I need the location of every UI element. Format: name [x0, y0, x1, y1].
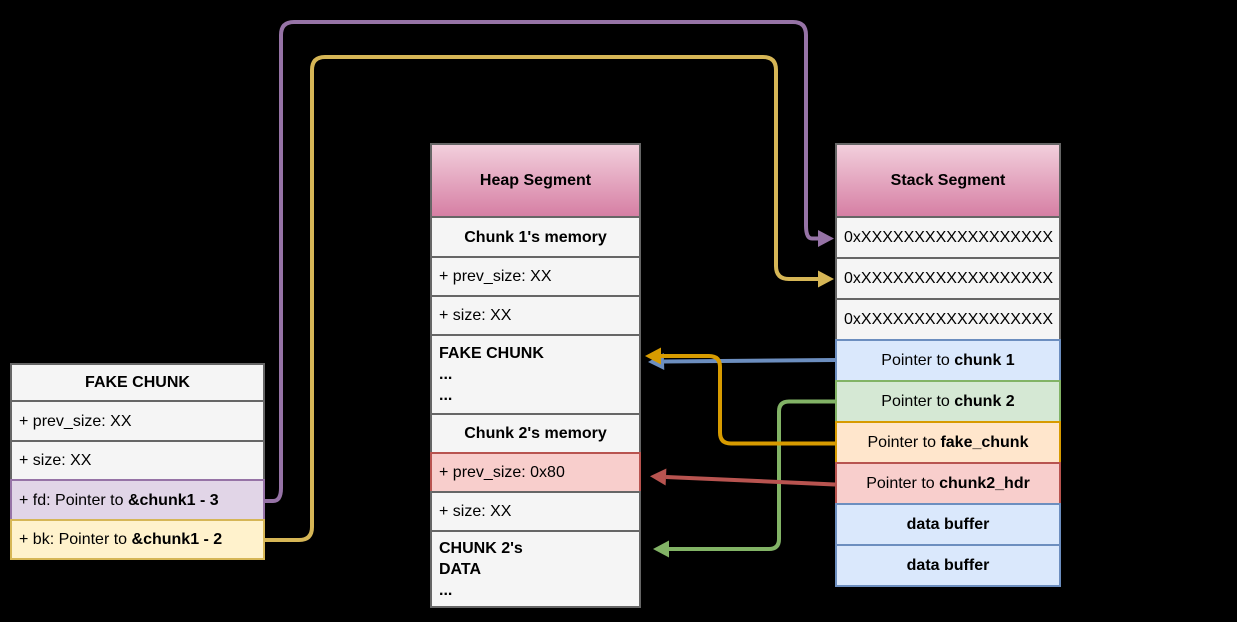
table-row: FAKE CHUNK......	[430, 334, 641, 415]
row-text: + prev_size: XX	[19, 412, 132, 430]
row-text: FAKE CHUNK	[85, 374, 190, 391]
row-text: Pointer to chunk 1	[881, 352, 1015, 369]
table-row: + fd: Pointer to &chunk1 - 3	[10, 479, 265, 521]
row-text: FAKE CHUNK	[439, 345, 544, 362]
table-row: + size: XX	[10, 440, 265, 481]
row-text: Chunk 2's memory	[464, 425, 607, 442]
row-text: 0xXXXXXXXXXXXXXXXXXX	[844, 270, 1053, 287]
row-text: + size: XX	[439, 307, 512, 324]
row-text: CHUNK 2's	[439, 539, 523, 557]
arrow-ptr-chunk2-to-chunk2-data	[653, 399, 835, 558]
row-text: Pointer to fake_chunk	[867, 434, 1029, 451]
table-row: + prev_size: 0x80	[430, 452, 641, 493]
arrow-ptr-chunk2hdr-to-prev-size-head	[650, 468, 667, 486]
arrow-bk-to-stack-address-2-head	[818, 270, 834, 288]
table-header: Stack Segment	[835, 143, 1061, 218]
stack-segment-table: Stack Segment 0xXXXXXXXXXXXXXXXXXX 0xXXXXX…	[835, 143, 1061, 587]
fake-chunk-table: FAKE CHUNK + prev_size: XX + size: XX + fd:…	[10, 363, 265, 560]
row-text: Pointer to chunk 2	[881, 393, 1015, 410]
row-text: DATA	[439, 560, 482, 578]
table-row: 0xXXXXXXXXXXXXXXXXXX	[835, 216, 1061, 259]
table-row: 0xXXXXXXXXXXXXXXXXXX	[835, 298, 1061, 341]
row-text: Chunk 1's memory	[464, 228, 607, 246]
table-header: Heap Segment	[430, 143, 641, 218]
arrow-ptr-fake-chunk-to-fake-chunk	[645, 347, 835, 446]
table-row: 0xXXXXXXXXXXXXXXXXXX	[835, 257, 1061, 300]
table-row: + prev_size: XX	[10, 400, 265, 442]
table-row: data buffer	[835, 503, 1061, 546]
arrow-ptr-chunk2hdr-to-prev-size	[650, 468, 836, 487]
row-text: + size: XX	[19, 452, 92, 469]
arrow-ptr-chunk1-to-fake-chunk-head	[648, 353, 665, 370]
arrow-fd-to-stack-address-1-head	[818, 230, 834, 247]
table-row: + bk: Pointer to &chunk1 - 2	[10, 519, 265, 560]
row-text: + prev_size: XX	[439, 268, 552, 285]
arrow-ptr-fake-chunk-to-fake-chunk-head	[645, 347, 661, 365]
table-row: Chunk 2's memory	[430, 413, 641, 454]
row-text: + fd: Pointer to &chunk1 - 3	[19, 491, 219, 509]
row-text: data buffer	[906, 557, 990, 574]
table-row: Chunk 1's memory	[430, 216, 641, 258]
table-row: FAKE CHUNK	[10, 363, 265, 402]
table-row: + size: XX	[430, 295, 641, 336]
arrow-ptr-chunk2-to-chunk2-data-head	[653, 540, 669, 558]
row-text: ...	[439, 366, 453, 383]
row-text: 0xXXXXXXXXXXXXXXXXXX	[844, 229, 1053, 246]
table-row: Pointer to chunk2_hdr	[835, 462, 1061, 505]
row-text: + bk: Pointer to &chunk1 - 2	[19, 531, 223, 548]
row-text: + size: XX	[439, 503, 512, 520]
table-row: data buffer	[835, 544, 1061, 587]
table-row: Pointer to chunk 1	[835, 339, 1061, 382]
arrow-ptr-chunk1-to-fake-chunk	[648, 353, 836, 370]
row-text: 0xXXXXXXXXXXXXXXXXXX	[844, 311, 1053, 328]
table-row: + size: XX	[430, 491, 641, 532]
row-text: + prev_size: 0x80	[439, 464, 565, 481]
table-row: Pointer to chunk 2	[835, 380, 1061, 423]
row-text: Pointer to chunk2_hdr	[866, 475, 1030, 492]
row-text: ...	[439, 581, 453, 599]
table-row: + prev_size: XX	[430, 256, 641, 297]
row-text: ...	[439, 387, 453, 404]
row-text: data buffer	[906, 516, 990, 533]
table-row: Pointer to fake_chunk	[835, 421, 1061, 464]
